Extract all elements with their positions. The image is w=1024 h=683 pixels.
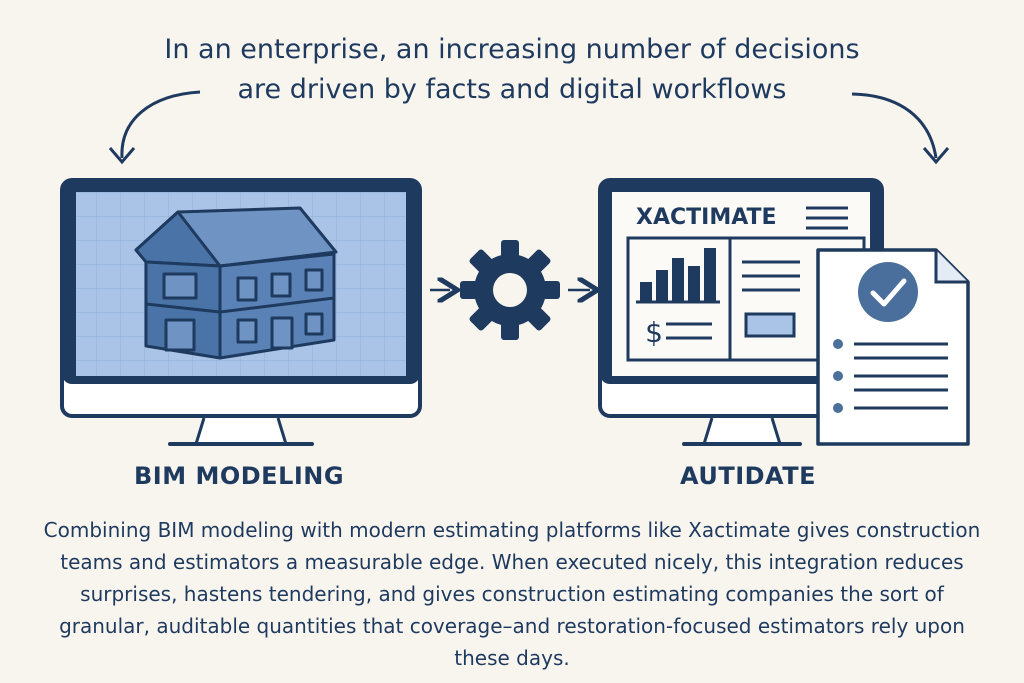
curved-arrow-left (120, 90, 201, 159)
gear-icon (460, 240, 560, 340)
body-paragraph: Combining BIM modeling with modern estim… (43, 518, 981, 670)
bar-chart-icon (636, 248, 720, 304)
house-3d-model-icon (134, 206, 338, 360)
headline: In an enterprise, an increasing number o… (0, 30, 1024, 110)
currency-symbol: $ (645, 316, 663, 349)
arrowhead-right-icon (922, 147, 950, 165)
curved-arrow-right (851, 92, 938, 159)
autidate-label: AUTIDATE (680, 462, 817, 490)
headline-line-2: are driven by facts and digital workflow… (237, 74, 787, 105)
checkmark-icon (858, 262, 918, 322)
arrowhead-left-icon (108, 147, 136, 165)
bim-modeling-label: BIM MODELING (134, 462, 345, 490)
headline-line-1: In an enterprise, an increasing number o… (164, 34, 860, 65)
document-icon (816, 248, 970, 446)
app-title-xactimate: XACTIMATE (636, 205, 777, 230)
